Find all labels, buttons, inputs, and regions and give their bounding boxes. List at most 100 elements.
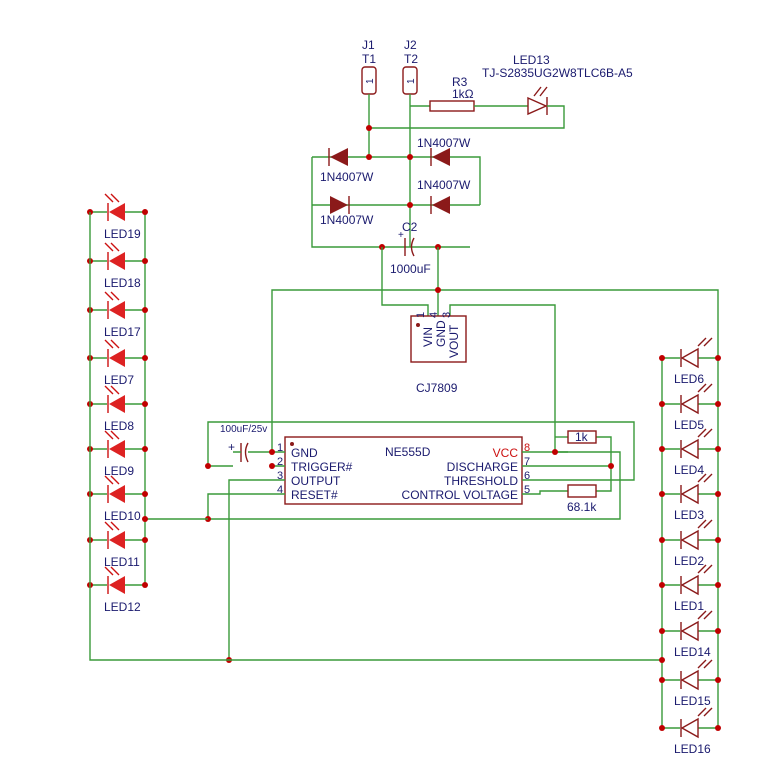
led-rays [104,521,120,531]
junction [659,537,665,543]
led-label: LED17 [104,325,141,339]
led-led9: LED9 [87,430,148,478]
led-rays [697,428,713,438]
junction [552,449,558,455]
led-rays [104,430,120,440]
reg-pin-num-4: 4 [428,312,440,318]
led-label: LED5 [674,418,704,432]
timer-ne555d: NE555D GND TRIGGER# OUTPUT RESET# 1 2 3 … [277,436,530,505]
timer-pin-num-7: 7 [524,456,530,468]
reg-pin-vout: VOUT [447,324,461,358]
led-led17: LED17 [87,291,148,339]
junction [407,154,413,160]
capacitor-c2: C2 + 1000uF [390,220,431,276]
led-rays [104,242,120,252]
led-rays [697,383,713,393]
r68k-body [567,484,597,498]
cap-100u-value: 100uF/25v [220,424,267,435]
led-label: LED14 [674,645,711,659]
led-led18: LED18 [87,242,148,290]
r3-ref: R3 [452,75,468,89]
junction [142,491,148,497]
led-triangle [680,347,699,369]
led-led15: LED15 [659,659,721,708]
junction [142,516,148,522]
led-triangle [109,252,125,270]
led-rays [697,659,713,669]
led-triangle [109,531,125,549]
timer-pin-vcc: VCC [493,446,519,460]
timer-pin-num-4: 4 [277,484,283,496]
led-rays [104,339,120,349]
connector-j2: J2 T2 1 [402,38,418,95]
led-label: LED7 [104,373,134,387]
timer-pin-control: CONTROL VOLTAGE [402,488,518,502]
junction [659,401,665,407]
timer-pin-num-2: 2 [277,456,283,468]
led13-rays [533,86,548,97]
resistor-r3: R3 1kΩ [429,75,475,112]
junction [407,202,413,208]
led-rays [104,291,120,301]
led-rays [697,337,713,347]
timer-pin-num-3: 3 [277,470,283,482]
led-led16: LED16 [659,707,721,756]
c2-value: 1000uF [390,262,431,276]
junction [715,491,721,497]
regulator-name: CJ7809 [416,381,458,395]
reg-pin-num-3: 3 [441,312,453,318]
j2-value: T2 [404,52,418,66]
junction [715,582,721,588]
right-rails [661,358,719,728]
led-triangle [109,395,125,413]
c2-ref: C2 [402,220,418,234]
led13-return-wire [369,105,565,129]
timer-pin-num-5: 5 [524,484,530,496]
r1k-value: 1k [575,430,589,444]
junction [142,355,148,361]
timer-pin-num-8: 8 [524,442,530,454]
regulator-dot [416,323,420,327]
left-bottom-rail [89,212,662,661]
led-triangle [680,620,699,642]
timer-pin-threshold: THRESHOLD [444,474,518,488]
reg-pin-gnd: GND [434,320,448,347]
led-triangle [680,669,699,691]
junction [205,463,211,469]
timer-body [284,436,523,505]
timer-pin-num-1: 1 [277,442,283,454]
led-led12: LED12 [87,566,148,614]
junction [269,449,275,455]
diode-3-triangle [330,196,348,214]
junction [142,446,148,452]
diode-4: 1N4007W [417,178,471,214]
capacitor-100uf: 100uF/25v + [220,424,267,463]
led-triangle [109,301,125,319]
diode-4-label: 1N4007W [417,178,471,192]
reg-pin-vin: VIN [421,327,435,347]
timer-pin-gnd: GND [291,446,318,460]
led-triangle [680,483,699,505]
led-rays [104,193,120,203]
led-led1: LED1 [659,564,721,613]
diode-2-label: 1N4007W [417,136,471,150]
resistor-68k: 68.1k [567,484,597,514]
led-rays [104,475,120,485]
junction [659,582,665,588]
junction [142,209,148,215]
diode-1-label: 1N4007W [320,170,374,184]
junction [608,463,614,469]
led-label: LED11 [104,555,140,569]
timer-pin-reset: RESET# [291,488,338,502]
led-led3: LED3 [659,473,721,522]
led-triangle [680,529,699,551]
led-label: LED8 [104,419,134,433]
junction [715,725,721,731]
led-rays [697,519,713,529]
regulator-cj7809: 1 4 3 VIN GND VOUT CJ7809 [410,312,467,395]
junction [715,537,721,543]
led-led4: LED4 [659,428,721,477]
led-label: LED18 [104,276,141,290]
